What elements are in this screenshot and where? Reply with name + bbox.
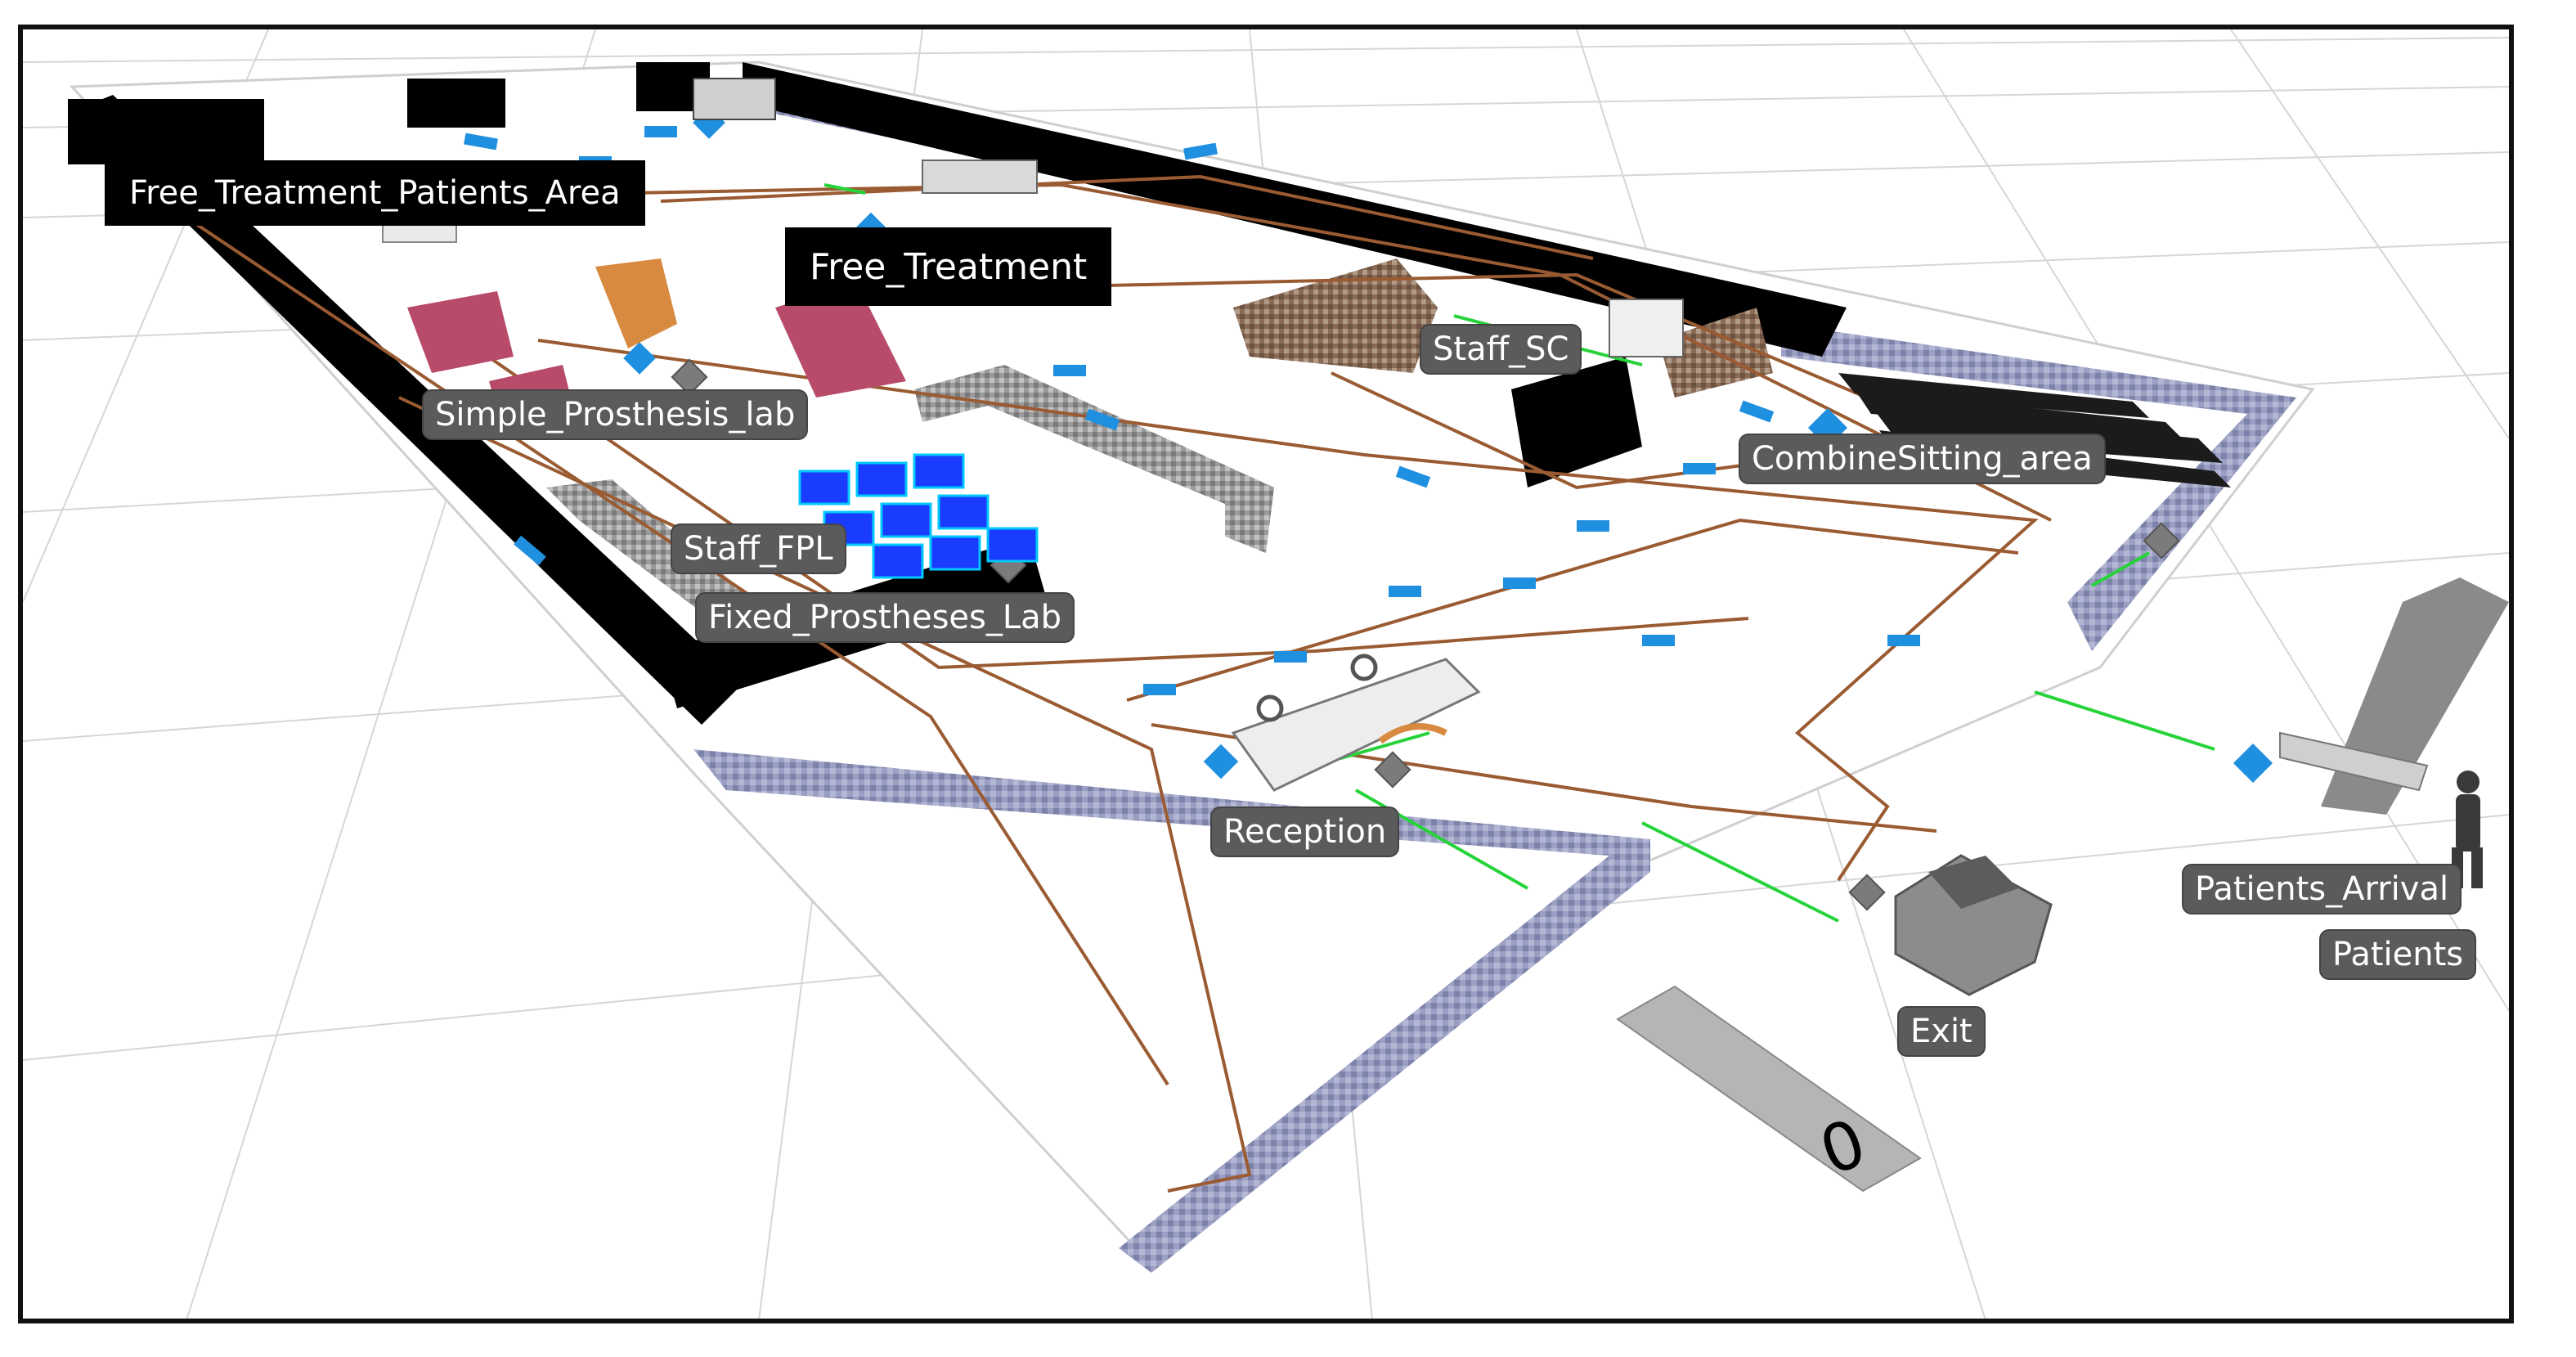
grey-partition-1 xyxy=(914,365,1274,553)
area-label-exit: Exit xyxy=(1899,1008,1984,1055)
exit-machine xyxy=(1894,854,2053,996)
black-wall-top xyxy=(743,62,1847,357)
patient-figure xyxy=(2452,771,2483,888)
stone-wall-front xyxy=(693,749,1650,1273)
area-label-free-treatment: Free_Treatment xyxy=(785,227,1112,306)
area-label-fixed-prostheses-lab: Fixed_Prostheses_Lab xyxy=(697,594,1074,641)
area-label-staff-fpl: Staff_FPL xyxy=(672,525,845,573)
area-label-combine-sitting-area: CombineSitting_area xyxy=(1740,435,2104,483)
exit-zone xyxy=(1616,985,1922,1193)
area-label-reception: Reception xyxy=(1212,808,1398,856)
black-wall-staff xyxy=(1511,357,1642,488)
floor-plan-scene xyxy=(23,29,2509,1319)
arrival-table xyxy=(2279,731,2429,792)
black-block-1 xyxy=(68,99,264,164)
area-label-staff-sc: Staff_SC xyxy=(1421,326,1581,373)
rock-wall-1 xyxy=(1233,258,1438,373)
waypoints xyxy=(464,126,1920,695)
area-label-patients-arrival: Patients_Arrival xyxy=(2183,865,2461,913)
black-block-2 xyxy=(407,79,505,128)
area-label-free-treatment-patients: Free_Treatment_Patients_Area xyxy=(105,160,645,226)
area-label-patients: Patients xyxy=(2321,931,2475,978)
reception-desk xyxy=(1231,654,1481,792)
area-label-simple-prosthesis-lab: Simple_Prosthesis_lab xyxy=(424,391,807,438)
simulation-viewport[interactable]: Free_Treatment_Patients_Area Free_Treatm… xyxy=(18,25,2514,1323)
stone-wall-right xyxy=(1781,324,2296,651)
